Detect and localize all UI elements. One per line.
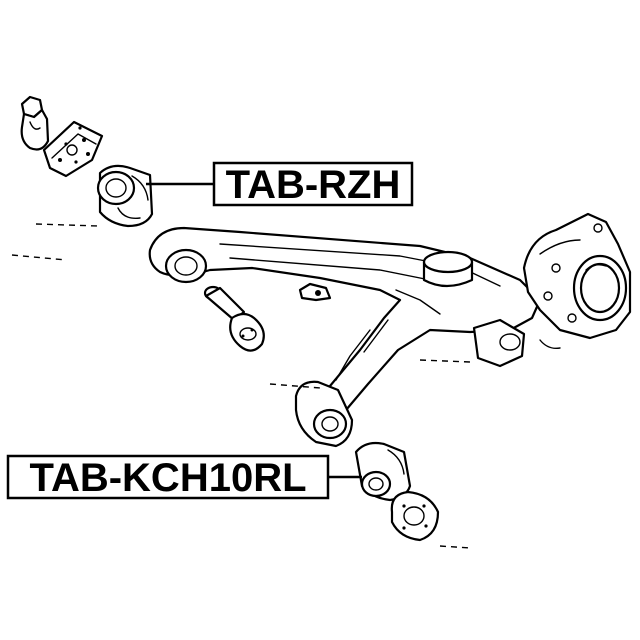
callout-upper: TAB-RZH [146, 161, 414, 207]
lower-bushing [354, 441, 412, 502]
centerlines [11, 223, 471, 549]
knuckle-hub [522, 212, 632, 350]
label-box-lower [6, 454, 330, 500]
callout-lower: TAB-KCH10RL [6, 454, 362, 500]
control-arm [148, 226, 542, 448]
pivot-pin [203, 285, 265, 352]
part-number-upper: TAB-RZH [226, 163, 401, 207]
washer-plate [42, 120, 104, 178]
bolt-top-left [20, 95, 50, 151]
upper-bushing [96, 164, 154, 228]
lower-washer [390, 490, 440, 542]
part-number-lower: TAB-KCH10RL [29, 456, 306, 500]
label-box-upper [212, 161, 414, 207]
